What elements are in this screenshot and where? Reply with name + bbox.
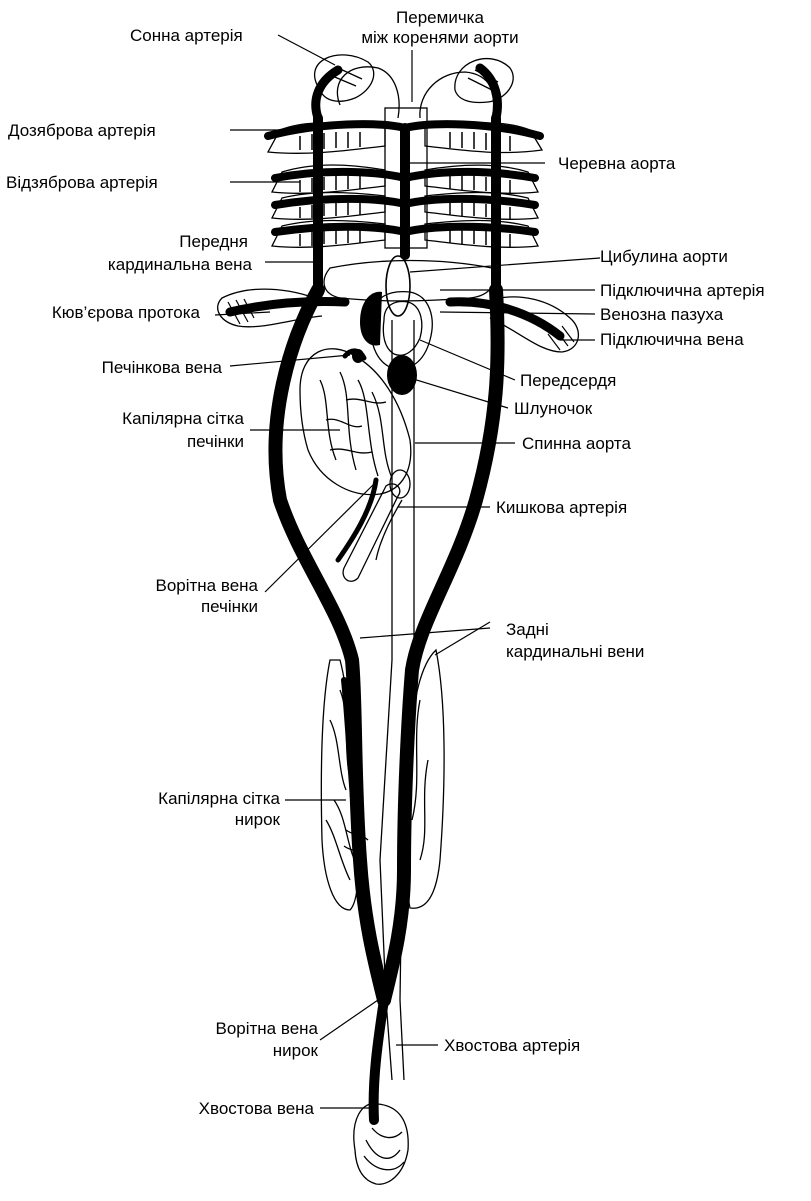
hepatic-portal-vein: [338, 480, 376, 560]
atrium-inner: [383, 302, 422, 356]
label-caudal-artery: Хвостова артерія: [444, 1036, 580, 1055]
label-kidney-capillary-line1: Капілярна сітка: [158, 789, 280, 808]
label-anterior-cardinal-line1: Передня: [179, 232, 248, 251]
liver-capillary-net: [320, 372, 392, 478]
label-bridge-line1: Перемичка: [396, 8, 484, 27]
aortic-bulb: [386, 256, 410, 316]
left-posterior-cardinal-vein: [275, 290, 384, 1000]
label-afferent-artery: Дозяброва артерія: [8, 121, 156, 140]
left-head-outline: [337, 67, 399, 118]
label-caudal-vein: Хвостова вена: [199, 1099, 315, 1118]
gill-region: [268, 55, 542, 290]
right-carotid-loop: [455, 59, 513, 103]
label-efferent-artery: Відзяброва артерія: [6, 173, 158, 192]
label-renal-portal-line1: Ворітна вена: [215, 1019, 318, 1038]
label-posterior-cardinal-line1: Задні: [506, 620, 549, 639]
tail-net: [364, 1128, 404, 1170]
right-cuvier-duct: [450, 302, 560, 336]
label-dorsal-aorta: Спинна аорта: [522, 434, 632, 453]
tail-bulb: [354, 1103, 408, 1184]
left-cuvier-duct: [230, 302, 345, 312]
label-ventral-aorta: Черевна аорта: [558, 154, 676, 173]
hepatic-knob: [352, 349, 364, 363]
label-aortic-bulb: Цибулина аорти: [600, 247, 728, 266]
label-hepatic-portal-line2: печінки: [201, 597, 258, 616]
label-anterior-cardinal-line2: кардинальна вена: [108, 255, 253, 274]
caudal-vein: [374, 1000, 384, 1120]
right-carotid: [480, 68, 497, 118]
label-hepatic-portal-line1: Ворітна вена: [155, 576, 258, 595]
label-kidney-capillary-line2: нирок: [235, 810, 281, 829]
label-subclavian-vein: Підключична вена: [600, 330, 744, 349]
label-hepatic-vein: Печінкова вена: [102, 358, 223, 377]
label-bridge-line2: між коренями аорти: [361, 28, 518, 47]
left-carotid-hatch-2: [338, 68, 362, 79]
label-ventricle: Шлуночок: [514, 399, 593, 418]
label-venous-sinus: Венозна пазуха: [600, 305, 724, 324]
label-cuvier-duct: Кюв’єрова протока: [52, 303, 201, 322]
label-liver-capillary-line1: Капілярна сітка: [122, 409, 244, 428]
intestinal-artery: [376, 500, 402, 560]
label-renal-portal-line2: нирок: [273, 1041, 319, 1060]
label-subclavian-artery: Підключична артерія: [600, 281, 765, 300]
label-atrium: Передсердя: [520, 371, 616, 390]
label-carotid-artery: Сонна артерія: [130, 26, 243, 45]
label-intestinal-artery: Кишкова артерія: [496, 498, 627, 517]
label-posterior-cardinal-line2: кардинальні вени: [506, 642, 644, 661]
label-liver-capillary-line2: печінки: [187, 432, 244, 451]
